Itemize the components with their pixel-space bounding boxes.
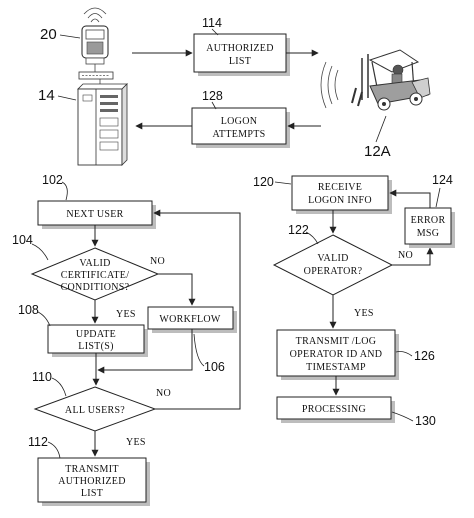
authorized-list-ref: 114: [202, 16, 222, 30]
logon-attempts-ref: 128: [202, 89, 223, 103]
update-lists-ref: 108: [18, 303, 39, 317]
error-line1: ERROR: [411, 215, 446, 226]
update-lists-line1: UPDATE: [76, 329, 116, 340]
logon-attempts-line1: LOGON: [221, 116, 258, 127]
next-user-ref: 102: [42, 173, 63, 187]
logon-attempts-line2: ATTEMPTS: [213, 129, 266, 140]
authorized-list-line1: AUTHORIZED: [206, 43, 273, 54]
valid-cert-line1: VALID: [79, 258, 110, 269]
update-lists-line2: LIST(S): [78, 341, 113, 352]
valid-cert-line3: CONDITIONS?: [61, 282, 130, 293]
radio-waves-icon: [320, 61, 339, 109]
valid-operator-ref: 122: [288, 223, 309, 237]
all-users-no-label: NO: [156, 388, 171, 399]
transmit-log-ref: 126: [414, 349, 435, 363]
all-users-text: ALL USERS?: [65, 405, 125, 416]
network-hub-icon: [78, 64, 114, 89]
transmit-authorized-list-box: [37, 457, 147, 503]
authorized-list-box: [193, 33, 287, 73]
processing-box: [276, 396, 392, 420]
next-user-text: NEXT USER: [66, 209, 123, 220]
transmit-log-line3: TIMESTAMP: [306, 362, 366, 373]
server-icon: [77, 83, 128, 166]
transmit-log-line2: OPERATOR ID AND: [290, 349, 383, 360]
receive-line2: LOGON INFO: [308, 195, 372, 206]
workflow-ref: 106: [204, 360, 225, 374]
valid-operator-decision: [272, 234, 394, 296]
all-users-ref: 110: [32, 370, 52, 384]
valid-operator-no-label: NO: [398, 250, 413, 261]
receive-logon-info-box: [291, 175, 389, 211]
transmit-list-line1: TRANSMIT: [65, 464, 119, 475]
device-ref-label: 20: [40, 26, 57, 43]
processing-text: PROCESSING: [302, 404, 366, 415]
receive-line1: RECEIVE: [318, 182, 362, 193]
transmit-list-line3: LIST: [81, 488, 103, 499]
valid-operator-line2: OPERATOR?: [304, 266, 363, 277]
valid-cert-ref: 104: [12, 233, 33, 247]
error-msg-box: [404, 207, 452, 245]
error-ref: 124: [432, 173, 453, 187]
forklift-vehicle-icon: [351, 49, 431, 111]
processing-ref: 130: [415, 414, 436, 428]
valid-cert-line2: CERTIFICATE/: [61, 270, 130, 281]
error-line2: MSG: [417, 228, 440, 239]
transmit-log-line1: TRANSMIT /LOG: [296, 336, 377, 347]
transmit-list-ref: 112: [28, 435, 48, 449]
server-ref-label: 14: [38, 87, 55, 104]
authorized-list-line2: LIST: [229, 56, 251, 67]
valid-cert-no-label: NO: [150, 256, 165, 267]
wireless-device-icon: [81, 7, 109, 65]
all-users-yes-label: YES: [126, 437, 146, 448]
valid-cert-yes-label: YES: [116, 309, 136, 320]
receive-ref: 120: [253, 175, 274, 189]
transmit-list-line2: AUTHORIZED: [58, 476, 125, 487]
workflow-text: WORKFLOW: [159, 314, 221, 325]
logon-attempts-box: [191, 107, 287, 145]
valid-operator-yes-label: YES: [354, 308, 374, 319]
next-user-box: [37, 200, 153, 226]
valid-operator-line1: VALID: [317, 253, 348, 264]
workflow-box: [147, 306, 234, 330]
vehicle-ref-label: 12A: [364, 143, 391, 160]
